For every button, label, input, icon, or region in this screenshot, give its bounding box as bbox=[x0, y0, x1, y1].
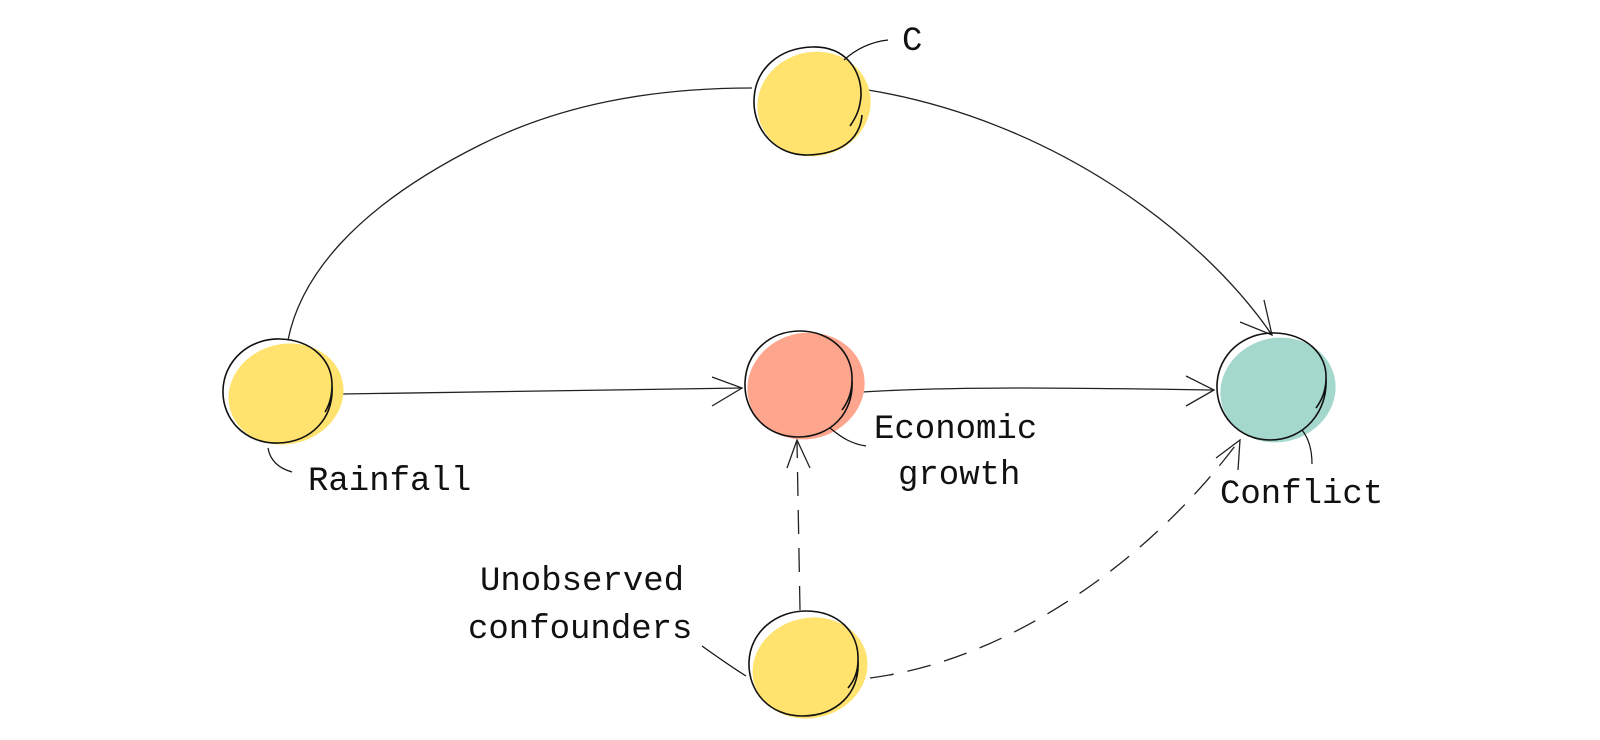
label-confounders-line1: Unobserved bbox=[480, 563, 684, 601]
arrowhead-confounders-to-conflict bbox=[1215, 438, 1241, 471]
node-growth-fill bbox=[747, 332, 865, 440]
arrowhead-confounders-to-growth bbox=[786, 438, 811, 469]
node-confounders-fill bbox=[752, 617, 868, 719]
label-c: C bbox=[902, 23, 922, 61]
node-unobserved-confounders: Unobserved confounders bbox=[468, 563, 868, 719]
node-confounders-outline bbox=[748, 610, 859, 717]
edge-growth-to-conflict bbox=[861, 387, 1215, 393]
node-rainfall: Rainfall bbox=[222, 338, 471, 501]
label-leader-confounders bbox=[701, 645, 747, 677]
node-conflict-outline bbox=[1216, 332, 1327, 441]
label-confounders-line2: confounders bbox=[468, 611, 692, 649]
edge-rainfall-to-c bbox=[287, 87, 753, 341]
label-leader-growth bbox=[829, 427, 867, 447]
node-rainfall-outline bbox=[222, 338, 333, 444]
node-rainfall-fill bbox=[228, 343, 344, 445]
node-economic-growth: Economic growth bbox=[744, 330, 1037, 495]
node-conflict-fill bbox=[1220, 337, 1336, 443]
label-leader-c bbox=[843, 39, 889, 61]
label-growth-line2: growth bbox=[898, 457, 1020, 495]
edge-c-to-conflict bbox=[867, 89, 1273, 336]
edge-confounders-to-growth bbox=[796, 441, 801, 611]
label-leader-rainfall bbox=[267, 447, 293, 473]
node-conflict: Conflict bbox=[1216, 332, 1383, 514]
arrowhead-rainfall-to-growth bbox=[711, 376, 744, 407]
label-conflict: Conflict bbox=[1220, 476, 1383, 514]
node-c-fill bbox=[757, 51, 871, 157]
node-c-outline bbox=[753, 46, 863, 156]
edge-rainfall-to-growth bbox=[341, 387, 743, 395]
node-c: C bbox=[753, 23, 922, 157]
label-leader-conflict bbox=[1301, 429, 1313, 465]
arrowhead-c-to-conflict bbox=[1239, 299, 1273, 337]
arrowhead-growth-to-conflict bbox=[1185, 375, 1216, 407]
edge-confounders-to-conflict bbox=[869, 441, 1239, 679]
node-growth-outline bbox=[744, 330, 853, 438]
label-rainfall: Rainfall bbox=[308, 463, 471, 501]
label-growth-line1: Economic bbox=[874, 411, 1037, 449]
